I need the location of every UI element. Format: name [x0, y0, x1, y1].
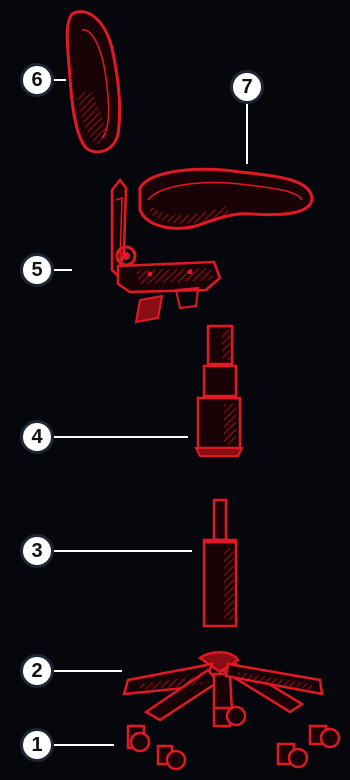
callout-7: 7: [230, 70, 264, 104]
seat-pan-part: [140, 169, 312, 228]
leader-line-1: [54, 744, 114, 746]
callout-2: 2: [20, 654, 54, 688]
leader-line-2: [54, 670, 122, 672]
callout-4: 4: [20, 420, 54, 454]
backrest-part: [67, 12, 119, 152]
callout-3: 3: [20, 534, 54, 568]
gas-lift-part: [204, 500, 236, 626]
leader-line-7: [246, 104, 248, 164]
leader-line-4: [54, 436, 188, 438]
leader-line-3: [54, 550, 192, 552]
leader-line-6: [52, 79, 66, 81]
cylinder-cover-part: [196, 326, 242, 456]
callout-6: 6: [20, 63, 54, 97]
leader-line-5: [54, 269, 72, 271]
callout-5: 5: [20, 253, 54, 287]
callout-1: 1: [20, 728, 54, 762]
